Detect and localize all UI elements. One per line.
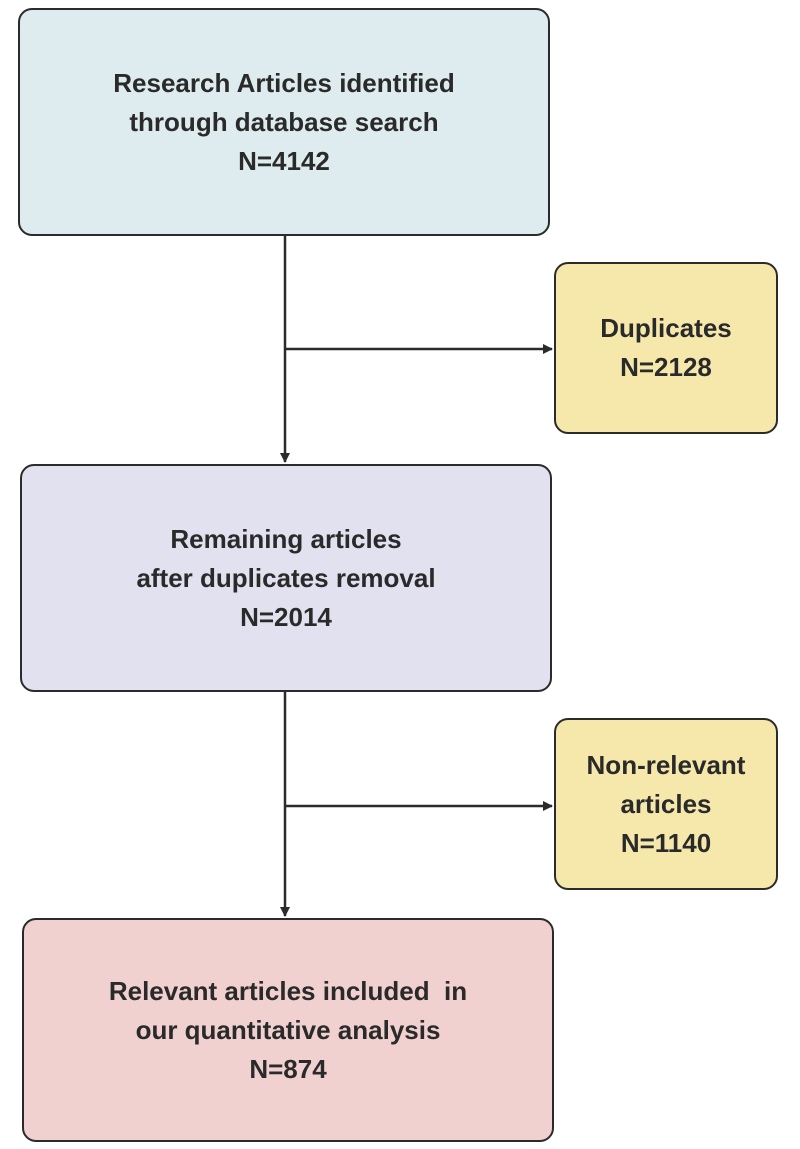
relevant-count: N=874 <box>249 1053 327 1084</box>
remaining-line1: Remaining articles <box>170 523 402 554</box>
duplicates-count: N=2128 <box>620 352 712 382</box>
duplicates-box: Duplicates N=2128 <box>554 262 778 434</box>
non-relevant-line1: Non-relevant <box>586 749 746 780</box>
remaining-line2: after duplicates removal <box>136 562 436 593</box>
non-relevant-box: Non-relevant articles N=1140 <box>554 718 778 890</box>
relevant-line1: Relevant articles included in <box>108 975 468 1006</box>
remaining-box: Remaining articles after duplicates remo… <box>20 464 552 692</box>
identified-line2: through database search <box>129 106 439 137</box>
identified-line1: Research Articles identified <box>113 67 455 98</box>
identified-box: Research Articles identified through dat… <box>18 8 550 236</box>
relevant-box: Relevant articles included in our quanti… <box>22 918 554 1142</box>
non-relevant-line2: articles <box>620 788 712 819</box>
remaining-count: N=2014 <box>240 601 332 632</box>
relevant-line2: our quantitative analysis <box>135 1014 441 1045</box>
non-relevant-count: N=1140 <box>620 827 712 858</box>
identified-count: N=4142 <box>238 145 330 176</box>
duplicates-label: Duplicates <box>600 313 732 343</box>
